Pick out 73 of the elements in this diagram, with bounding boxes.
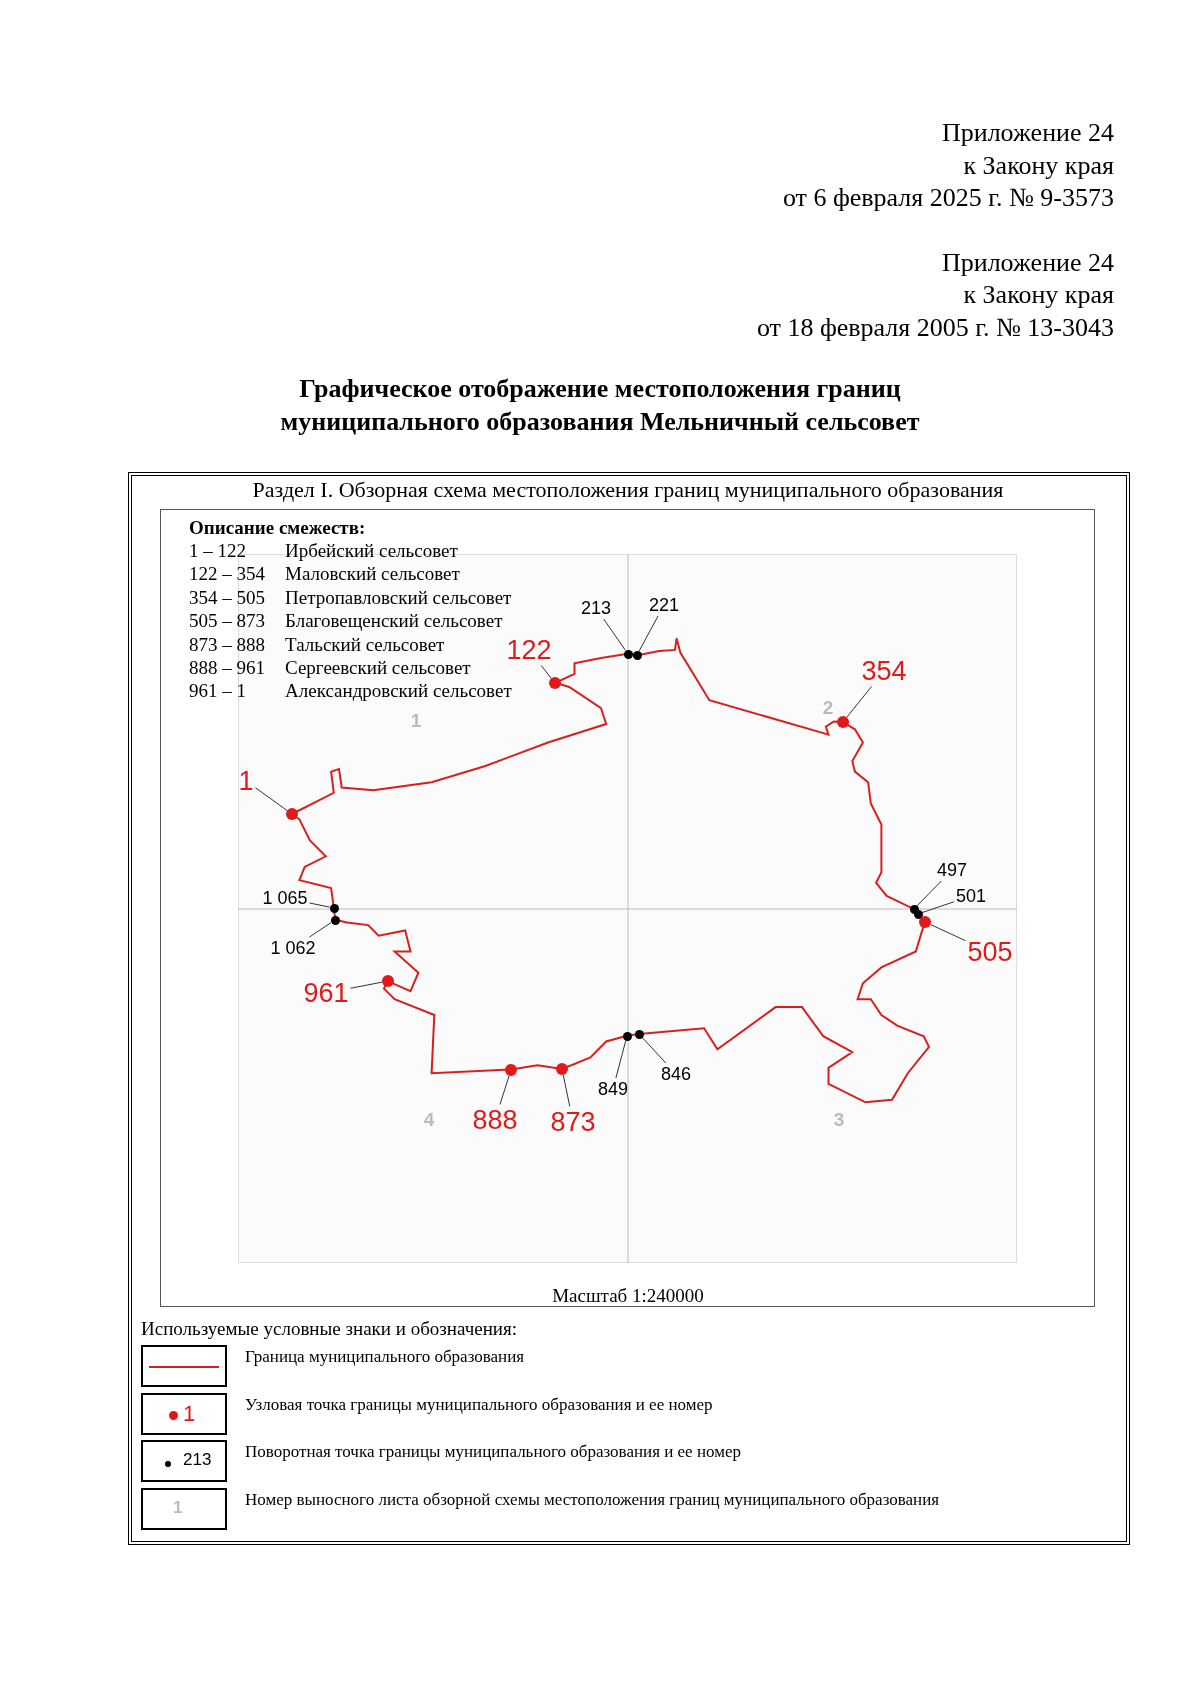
point-range: 961 – 1 (189, 680, 246, 703)
point-marker (632, 650, 642, 660)
point-number: 505 (967, 938, 1013, 966)
point-number: 1 062 (270, 939, 316, 957)
legend-text: Узловая точка границы муниципального образования и ее номер (245, 1394, 713, 1415)
leader-line (916, 880, 942, 907)
leader-line (930, 924, 966, 942)
leader-line (499, 1075, 510, 1105)
point-marker (330, 915, 340, 925)
sheet-number: 4 (423, 1109, 435, 1131)
header-line: Приложение 24 (941, 118, 1114, 148)
header-line: к Закону края (963, 280, 1114, 310)
leader-line (255, 787, 288, 811)
point-range: 1 – 122 (189, 540, 246, 562)
point-number: 213 (581, 599, 611, 617)
point-range: 122 – 354 (189, 563, 265, 586)
leader-line (309, 902, 330, 908)
neighbour-name: Сергеевский сельсовет (285, 657, 471, 679)
title: Графическое отображение местоположения границ муниципального образования Мельничный сельсовет (279, 373, 921, 438)
header-line: от 6 февраля 2025 г. № 9-3573 (782, 183, 1114, 213)
sample-number: 1 (173, 1497, 183, 1518)
sheet-number: 2 (822, 697, 834, 719)
leader-line (638, 615, 659, 652)
leader-line (540, 665, 552, 679)
point-range: 354 – 505 (189, 586, 265, 609)
legend-text: Поворотная точка границы муниципального образования и ее номер (245, 1442, 741, 1462)
point-number: 497 (937, 861, 967, 879)
point-number: 888 (472, 1106, 518, 1134)
leader-line (615, 1039, 627, 1079)
point-range: 888 – 961 (189, 657, 265, 679)
neighbour-name: Благовещенский сельсовет (285, 610, 503, 633)
point-range: 873 – 888 (189, 633, 265, 656)
point-number: 122 (506, 636, 552, 664)
point-range: 505 – 873 (189, 610, 265, 633)
point-number: 221 (649, 596, 679, 614)
legend-text: Граница муниципального образования (245, 1347, 525, 1367)
point-marker (329, 903, 339, 913)
point-marker (622, 1031, 632, 1041)
header-line: от 18 февраля 2005 г. № 13-3043 (756, 313, 1114, 343)
point-number: 501 (956, 887, 986, 905)
leader-line (562, 1074, 571, 1107)
point-marker (623, 649, 633, 659)
neighbour-name: Тальский сельсовет (285, 633, 445, 656)
adjacency-heading: Описание смежеств: (189, 517, 366, 539)
header-line: Приложение 24 (941, 248, 1114, 278)
leader-line (846, 686, 872, 718)
sheet-number: 1 (410, 710, 422, 732)
scale-text: Масштаб 1:240000 (552, 1285, 704, 1307)
point-number: 961 (303, 979, 349, 1007)
point-marker (634, 1029, 644, 1039)
header-line: к Закону края (963, 151, 1114, 181)
neighbour-name: Петропавловский сельсовет (285, 586, 512, 609)
neighbour-name: Александровский сельсовет (285, 680, 512, 703)
point-number: 849 (598, 1080, 628, 1098)
leader-line (350, 981, 383, 989)
point-number: 846 (661, 1065, 691, 1083)
point-marker (913, 909, 923, 919)
sheet-number: 3 (833, 1109, 845, 1131)
leader-line (921, 901, 955, 913)
point-number: 354 (861, 657, 907, 685)
legend-heading: Используемые условные знаки и обозначения: (141, 1318, 517, 1340)
leader-line (641, 1036, 667, 1064)
sample-number: 1 (183, 1400, 196, 1427)
section-heading: Раздел I. Обзорная схема местоположения границ муниципального образования (252, 477, 1004, 503)
leader-line (309, 922, 332, 938)
leader-line (603, 618, 626, 651)
sample-number: 213 (183, 1450, 212, 1470)
neighbour-name: Маловский сельсовет (285, 563, 460, 586)
point-number: 1 065 (262, 889, 308, 907)
point-number: 1 (238, 767, 254, 795)
neighbour-name: Ирбейский сельсовет (285, 540, 458, 562)
legend-text: Номер выносного листа обзорной схемы местоположения границ муниципального образования (245, 1489, 940, 1510)
point-number: 873 (550, 1108, 596, 1136)
